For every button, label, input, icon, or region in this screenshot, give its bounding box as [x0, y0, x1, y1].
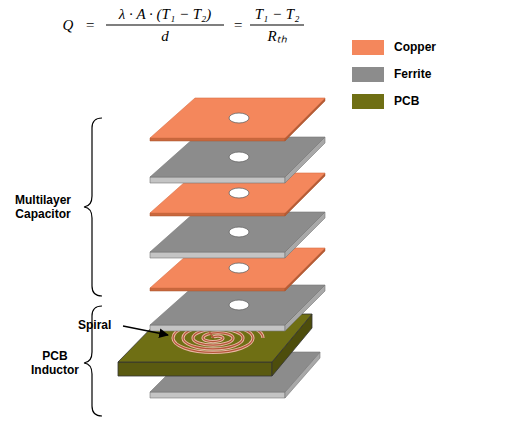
copper-plate-part — [150, 288, 285, 291]
legend-label: PCB — [394, 94, 419, 109]
ferrite-plate — [150, 137, 325, 183]
ferrite-plate-part — [229, 300, 249, 310]
ferrite-plate-part — [150, 252, 285, 258]
formula-numerator: T₁ − T₂ — [248, 5, 306, 23]
legend-swatch — [352, 40, 384, 55]
copper-plate — [150, 173, 325, 216]
ferrite-plate-part — [229, 152, 249, 162]
ferrite-plate-part — [150, 212, 325, 252]
copper-plate — [150, 248, 325, 291]
copper-plate-part — [229, 113, 249, 123]
copper-plate-part — [150, 213, 285, 216]
copper-plate-part — [229, 263, 249, 273]
legend-swatch — [352, 67, 384, 82]
fraction-bar — [106, 24, 304, 25]
group-label: PCB Inductor — [26, 349, 84, 377]
formula-symbol: = — [228, 16, 248, 34]
leader-arrow-part — [123, 326, 168, 335]
ferrite-plate-part — [150, 325, 285, 331]
copper-plate-part — [150, 173, 325, 213]
legend-label: Ferrite — [394, 67, 431, 82]
formula-symbol: Q — [58, 16, 78, 34]
leader-arrow — [123, 326, 168, 335]
legend-swatch — [352, 94, 384, 109]
group-label: Multilayer Capacitor — [4, 193, 82, 221]
legend-label: Copper — [394, 40, 436, 55]
formula-denominator: d — [104, 27, 226, 45]
formula-denominator: Rₜₕ — [248, 27, 306, 45]
copper-plate-part — [150, 138, 285, 141]
group-bracket-part — [84, 118, 102, 296]
ferrite-plate-part — [150, 137, 325, 177]
pcb-board-part — [118, 362, 272, 376]
ferrite-plate-part — [150, 392, 285, 398]
copper-plate-part — [150, 248, 325, 288]
copper-plate-part — [150, 98, 325, 138]
ferrite-plate-part — [150, 285, 325, 325]
ferrite-plate — [150, 212, 325, 258]
ferrite-plate — [150, 285, 325, 331]
ferrite-plate-part — [150, 177, 285, 183]
fraction-bar-part — [106, 24, 224, 25]
copper-plate — [150, 98, 325, 141]
fraction-bar-part — [250, 24, 304, 25]
formula-symbol: = — [80, 16, 100, 34]
formula-numerator: λ · A · (T₁ − T₂) — [104, 5, 226, 23]
part-label: Spiral — [78, 318, 122, 332]
ferrite-plate-part — [229, 227, 249, 237]
copper-plate-part — [229, 188, 249, 198]
group-bracket — [84, 118, 102, 416]
